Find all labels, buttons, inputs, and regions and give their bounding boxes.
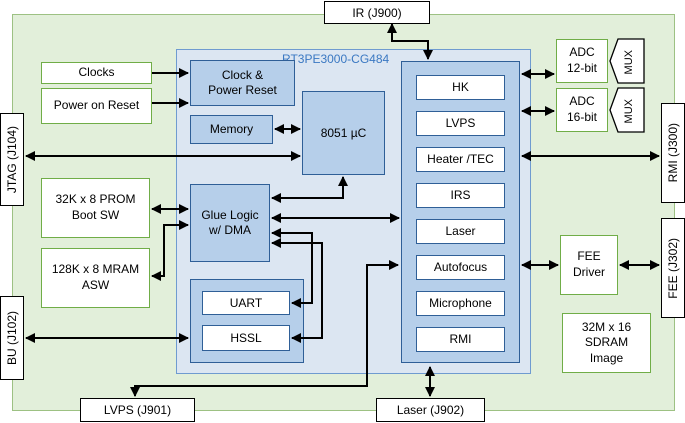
sdram-line-3: Image bbox=[589, 350, 624, 365]
peripheral-heater-tec: Heater /TEC bbox=[416, 147, 505, 172]
connector-bu-label: BU (J102) bbox=[5, 310, 19, 366]
memory-block: Memory bbox=[190, 115, 273, 144]
peripherals-panel bbox=[401, 61, 520, 363]
peripheral-label: LVPS bbox=[445, 116, 476, 130]
glue-logic-line-1: Glue Logic bbox=[201, 208, 259, 222]
clocks-box: Clocks bbox=[41, 62, 152, 84]
mux-12bit-label: MUX bbox=[623, 50, 635, 75]
connector-rmi-label: RMI (J300) bbox=[666, 123, 680, 183]
connector-lvps-label: LVPS (J901) bbox=[103, 403, 172, 417]
fpga-title: RT3PE3000-CG484 bbox=[282, 52, 390, 66]
peripheral-label: Laser bbox=[445, 224, 476, 238]
peripheral-hk: HK bbox=[416, 75, 505, 100]
mux-16bit-label: MUX bbox=[623, 99, 635, 124]
fee-driver-line-2: Driver bbox=[573, 265, 605, 279]
connector-laser: Laser (J902) bbox=[376, 398, 485, 422]
peripheral-label: HK bbox=[452, 80, 469, 94]
peripheral-autofocus: Autofocus bbox=[416, 255, 505, 280]
prom-line-2: Boot SW bbox=[71, 208, 120, 222]
clock-reset-block: Clock &Power Reset bbox=[190, 60, 295, 106]
uart-block: UART bbox=[202, 291, 290, 315]
peripheral-label: Heater /TEC bbox=[427, 152, 494, 166]
memory-label: Memory bbox=[209, 122, 254, 136]
clock-reset-line-1: Clock & bbox=[221, 68, 264, 82]
peripheral-rmi: RMI bbox=[416, 327, 505, 352]
peripheral-irs: IRS bbox=[416, 183, 505, 208]
uart-label: UART bbox=[229, 295, 263, 310]
connector-lvps: LVPS (J901) bbox=[80, 398, 195, 422]
power-on-reset-box: Power on Reset bbox=[41, 88, 152, 124]
fee-driver-line-1: FEE bbox=[577, 249, 601, 264]
glue-logic-line-2: w/ DMA bbox=[209, 223, 251, 237]
connector-bu: BU (J102) bbox=[0, 296, 24, 380]
mram-line-2: ASW bbox=[81, 278, 110, 292]
connector-jtag: JTAG (J104) bbox=[0, 113, 24, 206]
connector-fee: FEE (J302) bbox=[661, 218, 685, 318]
hssl-block: HSSL bbox=[202, 325, 290, 351]
connector-ir: IR (J900) bbox=[324, 1, 430, 24]
peripheral-label: RMI bbox=[449, 332, 472, 346]
connector-fee-label: FEE (J302) bbox=[666, 237, 680, 299]
sdram-line-1: 32M x 16 bbox=[581, 319, 632, 334]
peripheral-label: IRS bbox=[450, 188, 471, 202]
mram-line-1: 128K x 8 MRAM bbox=[51, 262, 140, 277]
connector-jtag-label: JTAG (J104) bbox=[5, 125, 19, 194]
microcontroller-label: 8051 µC bbox=[320, 125, 367, 140]
power-on-reset-label: Power on Reset bbox=[53, 98, 140, 113]
connector-rmi: RMI (J300) bbox=[661, 103, 685, 203]
adc-16bit-line-1: ADC bbox=[569, 94, 595, 109]
peripheral-laser: Laser bbox=[416, 219, 505, 244]
peripheral-label: Microphone bbox=[429, 296, 492, 310]
hssl-label: HSSL bbox=[230, 330, 262, 345]
clock-reset-line-2: Power Reset bbox=[208, 83, 277, 97]
peripheral-label: Autofocus bbox=[433, 260, 488, 274]
prom-line-1: 32K x 8 PROM bbox=[55, 192, 136, 207]
adc-12bit-line-1: ADC bbox=[569, 45, 595, 60]
clocks-label: Clocks bbox=[78, 65, 115, 80]
peripheral-lvps: LVPS bbox=[416, 111, 505, 136]
adc-12bit-line-2: 12-bit bbox=[566, 61, 598, 75]
microcontroller-block: 8051 µC bbox=[302, 91, 385, 175]
peripheral-microphone: Microphone bbox=[416, 291, 505, 316]
adc-16bit-line-2: 16-bit bbox=[566, 110, 598, 124]
connector-laser-label: Laser (J902) bbox=[396, 403, 465, 417]
connector-ir-label: IR (J900) bbox=[352, 5, 402, 20]
sdram-line-2: SDRAM bbox=[584, 335, 629, 350]
